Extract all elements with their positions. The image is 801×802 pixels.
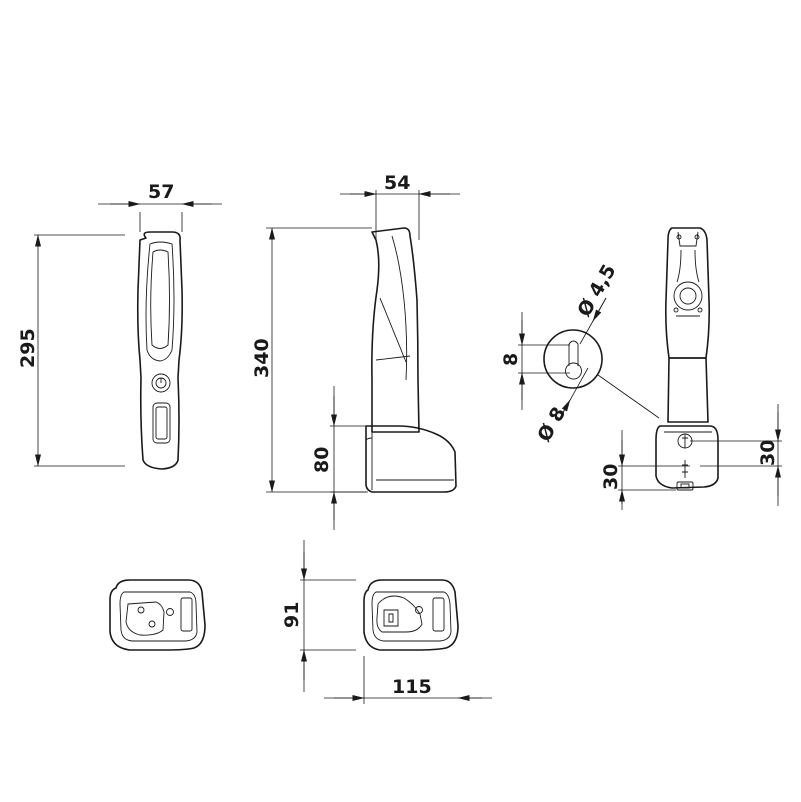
dim-side-height: 340: [251, 338, 273, 378]
dim-side-width: 54: [384, 172, 410, 194]
dim-rear-right: 30: [757, 440, 779, 466]
front-view: [136, 231, 183, 470]
keyhole-detail: [543, 329, 660, 419]
dim-base-depth: 91: [281, 602, 303, 628]
dimension-lines: [34, 190, 782, 704]
base-top-view-left: [109, 579, 206, 651]
dim-rear-left: 30: [600, 464, 622, 490]
side-view: [365, 227, 457, 493]
dim-front-height: 295: [17, 328, 39, 368]
dim-hole-small: Ø 4,5: [573, 261, 620, 321]
dim-slot-width: 8: [500, 353, 522, 366]
dim-base-height: 80: [311, 447, 333, 473]
rear-view: [655, 227, 719, 491]
dim-base-width: 115: [392, 676, 432, 698]
dim-front-width: 57: [148, 181, 174, 203]
base-top-view-right: [363, 579, 459, 651]
dimension-labels: 57 295 54 340 80 8 Ø 8 Ø 4,5 30 30 91 11…: [17, 172, 779, 698]
